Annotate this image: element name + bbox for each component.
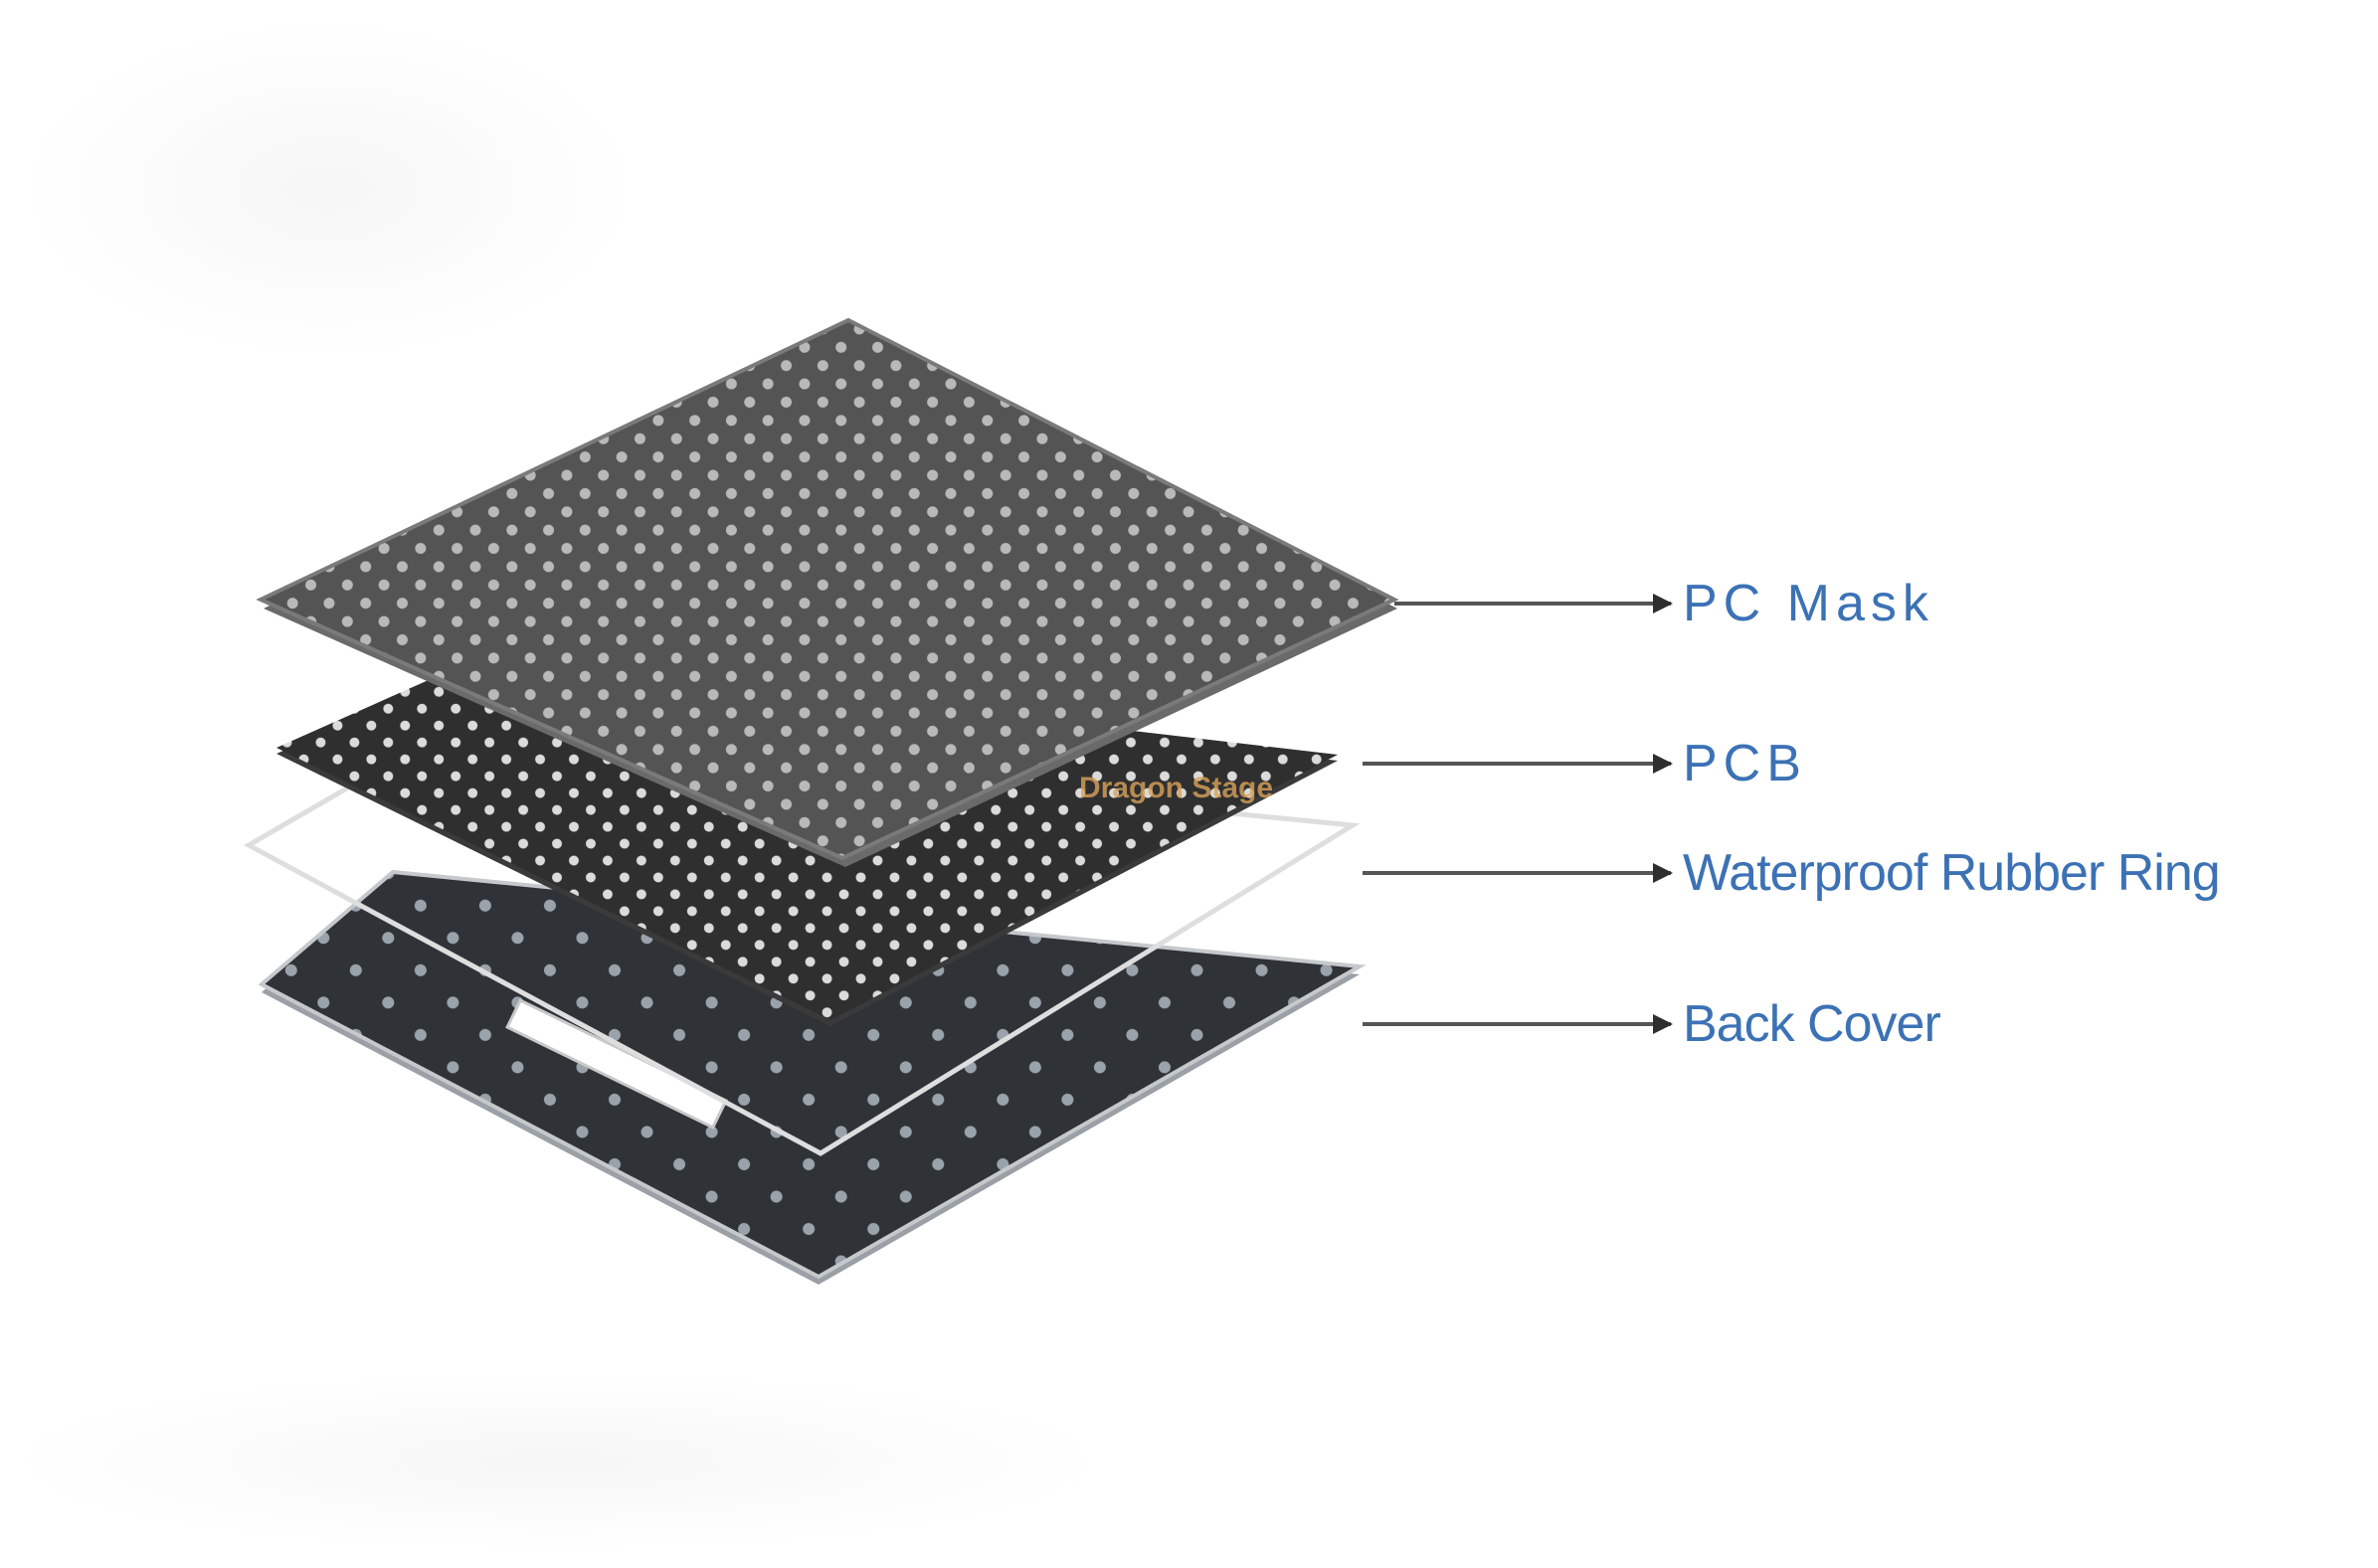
label-pcb: PCB bbox=[1683, 735, 1807, 792]
back-cover-handle-slot bbox=[505, 998, 728, 1130]
label-back-cover: Back Cover bbox=[1683, 995, 1941, 1053]
background-blob-top bbox=[20, 20, 637, 358]
label-pc-mask: PC Mask bbox=[1683, 575, 1934, 632]
pc-mask-layer bbox=[256, 317, 1399, 867]
label-waterproof-rubber-ring: Waterproof Rubber Ring bbox=[1683, 844, 2221, 902]
watermark: Dragon Stage bbox=[1079, 772, 1274, 804]
back-cover-layer bbox=[258, 869, 1367, 1285]
background-blob-bottom bbox=[0, 1372, 1114, 1551]
